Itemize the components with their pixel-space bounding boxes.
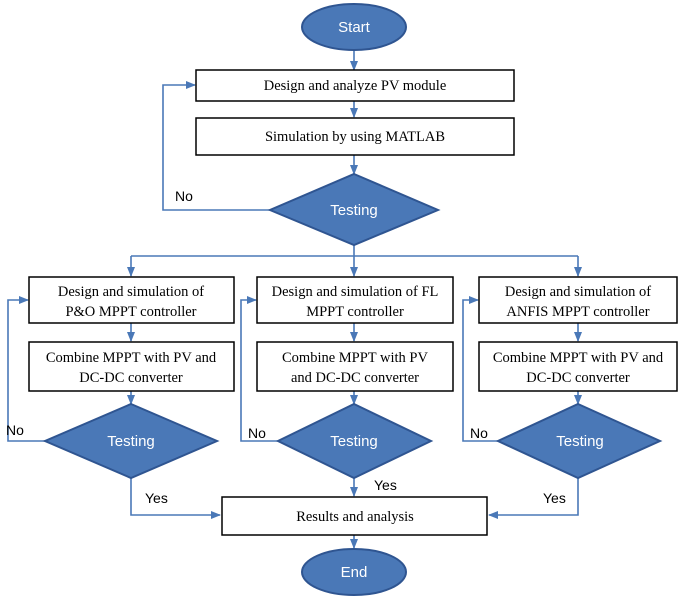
end-label: End <box>341 564 368 581</box>
simulation-box <box>195 117 515 156</box>
design-pv-step: Design and analyze PV module <box>195 69 515 102</box>
results-step: Results and analysis <box>221 496 488 536</box>
design-pv-box <box>195 69 515 102</box>
fl-testing-diamond <box>275 402 434 480</box>
fl-no-label: No <box>248 425 266 441</box>
po-combine-line2: DC-DC converter <box>79 370 183 386</box>
fl-design-line1: Design and simulation of FL <box>272 284 439 300</box>
fl-combine-line1: Combine MPPT with PV <box>282 350 428 366</box>
anfis-testing-label: Testing <box>556 433 604 450</box>
fl-testing-label: Testing <box>330 433 378 450</box>
design-pv-label: Design and analyze PV module <box>264 78 447 94</box>
arrow-b1-no-loop <box>7 296 45 442</box>
branch-fl: Design and simulation of FL MPPT control… <box>248 276 454 493</box>
results-label: Results and analysis <box>296 509 414 525</box>
start-terminal: Start <box>301 3 407 51</box>
arrow-b3-no-loop <box>462 296 498 442</box>
po-combine-line1: Combine MPPT with PV and <box>46 350 217 366</box>
anfis-no-label: No <box>470 425 488 441</box>
start-label: Start <box>338 19 371 36</box>
simulation-step: Simulation by using MATLAB <box>195 117 515 156</box>
anfis-design-box <box>478 276 678 324</box>
fl-combine-box <box>256 341 454 392</box>
fl-combine-line2: and DC-DC converter <box>291 370 419 386</box>
simulation-label: Simulation by using MATLAB <box>265 129 445 145</box>
end-ellipse <box>301 548 407 596</box>
po-no-label: No <box>6 422 24 438</box>
arrow-b2-no-loop <box>240 296 278 442</box>
main-testing-decision: Testing No <box>175 172 441 247</box>
fl-design-box <box>256 276 454 324</box>
anfis-testing-diamond <box>495 402 663 480</box>
anfis-combine-line2: DC-DC converter <box>526 370 630 386</box>
po-design-line2: P&O MPPT controller <box>65 304 196 320</box>
anfis-combine-line1: Combine MPPT with PV and <box>493 350 664 366</box>
main-testing-label: Testing <box>330 202 378 219</box>
fl-yes-label: Yes <box>374 477 397 493</box>
branch-anfis: Design and simulation of ANFIS MPPT cont… <box>470 276 678 506</box>
arrow-b1-yes-to-results <box>130 478 221 519</box>
po-design-box <box>28 276 235 324</box>
end-terminal: End <box>301 548 407 596</box>
anfis-design-line2: ANFIS MPPT controller <box>506 304 649 320</box>
main-testing-diamond <box>267 172 441 247</box>
fl-design-line2: MPPT controller <box>306 304 404 320</box>
results-box <box>221 496 488 536</box>
main-no-label: No <box>175 188 193 204</box>
anfis-design-line1: Design and simulation of <box>505 284 651 300</box>
po-testing-diamond <box>42 402 220 480</box>
po-design-line1: Design and simulation of <box>58 284 204 300</box>
anfis-yes-label: Yes <box>543 490 566 506</box>
po-combine-box <box>28 341 235 392</box>
anfis-combine-box <box>478 341 678 392</box>
branch-po: Design and simulation of P&O MPPT contro… <box>6 276 235 506</box>
po-testing-label: Testing <box>107 433 155 450</box>
po-yes-label: Yes <box>145 490 168 506</box>
connectors <box>7 50 582 549</box>
start-ellipse <box>301 3 407 51</box>
arrow-testing-no-loop <box>162 81 270 211</box>
arrow-b3-yes-to-results <box>488 478 579 519</box>
